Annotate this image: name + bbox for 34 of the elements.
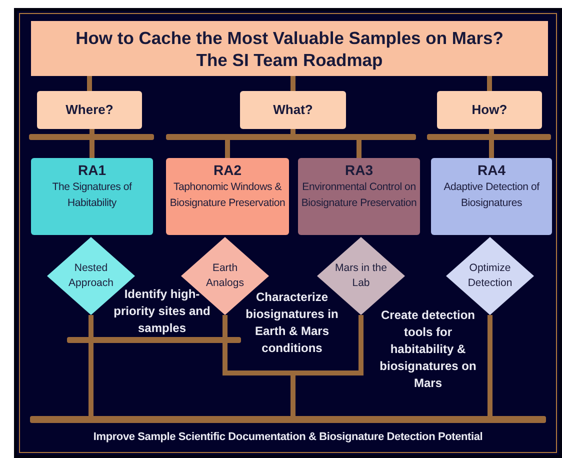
- question-label: How?: [472, 101, 508, 120]
- research-area-box: [298, 158, 420, 235]
- question-box: [240, 91, 346, 129]
- pipe-connector: [489, 129, 494, 158]
- question-box: [37, 91, 142, 129]
- research-area-box: [431, 158, 552, 235]
- research-area-box: [31, 158, 153, 235]
- pipe-connector: [487, 76, 492, 91]
- question-label: Where?: [66, 101, 114, 120]
- research-area-title: Taphonomic Windows & Biosignature Preservation: [168, 180, 286, 211]
- pipe-connector: [88, 315, 94, 416]
- research-area-title: The Signatures of Habitability: [51, 180, 133, 211]
- question-label: What?: [273, 101, 313, 120]
- title-box: [31, 21, 548, 76]
- outcome-note: Characterize biosignatures in Earth & Mars conditions: [244, 289, 340, 357]
- outcome-note: Create detection tools for habitability & biosignatures on Mars: [378, 307, 478, 392]
- research-area-title: Environmental Control on Biosignature Preservation: [300, 180, 418, 211]
- pipe-connector: [290, 76, 296, 91]
- diamond-label: Nested Approach: [68, 261, 114, 291]
- subtitle-text: The SI Team Roadmap: [196, 48, 383, 70]
- research-area-code: RA2: [213, 161, 242, 179]
- research-area-code: RA1: [78, 161, 106, 179]
- question-box: [437, 91, 542, 129]
- research-area-code: RA4: [477, 161, 506, 179]
- diamond-label: Optimize Detection: [466, 261, 514, 291]
- pipe-connector: [90, 129, 94, 158]
- research-area-code: RA3: [344, 161, 373, 179]
- research-area-box: [166, 158, 289, 235]
- title-text: How to Cache the Most Valuable Samples on Mars?: [76, 26, 504, 48]
- outcome-text: Improve Sample Scientific Documentation & Biosignature Detection Potential: [93, 430, 483, 445]
- pipe-connector: [87, 76, 92, 91]
- research-area-title: Adaptive Detection of Biosignatures: [442, 180, 540, 211]
- diamond-label: Mars in the Lab: [335, 261, 387, 291]
- pipe-connector: [488, 315, 492, 416]
